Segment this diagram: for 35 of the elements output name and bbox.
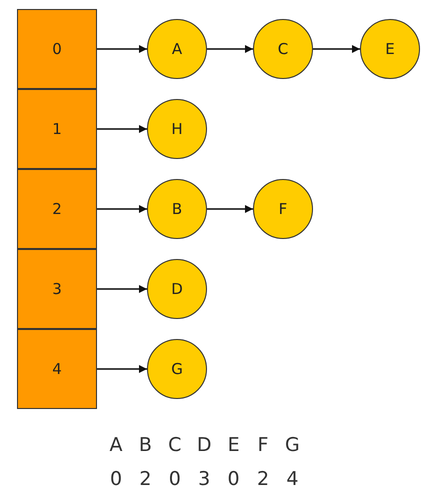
index-value: 2 (256, 468, 270, 490)
index-value: 2 (138, 468, 152, 490)
index-value: 4 (285, 468, 300, 490)
index-value: 0 (168, 468, 182, 490)
array-slot: 3 (17, 249, 97, 329)
arrow (313, 45, 360, 53)
arrow (207, 45, 253, 53)
list-node-circle: G (147, 339, 207, 399)
array-slot: 1 (17, 89, 97, 169)
list-node-circle: A (147, 19, 207, 79)
vertex-label: G (284, 434, 301, 456)
list-node-circle: F (253, 179, 313, 239)
arrow (97, 45, 147, 53)
list-node-circle: E (360, 19, 420, 79)
list-node-circle: C (253, 19, 313, 79)
vertex-label: D (196, 434, 212, 456)
array-slot: 2 (17, 169, 97, 249)
index-value: 0 (108, 468, 124, 490)
list-node-circle: B (147, 179, 207, 239)
vertex-label: A (108, 434, 124, 456)
arrow (97, 205, 147, 213)
vertex-label: F (256, 434, 270, 456)
index-value: 0 (226, 468, 241, 490)
array-slot: 0 (17, 9, 97, 89)
vertex-label: B (138, 434, 153, 456)
arrow (97, 285, 147, 293)
arrow (97, 365, 147, 373)
arrow (97, 125, 147, 133)
list-node-circle: H (147, 99, 207, 159)
arrow (207, 205, 253, 213)
array-slot: 4 (17, 329, 97, 409)
vertex-label: E (226, 434, 241, 456)
vertex-label: C (167, 434, 182, 456)
index-value: 3 (197, 468, 212, 490)
list-node-circle: D (147, 259, 207, 319)
